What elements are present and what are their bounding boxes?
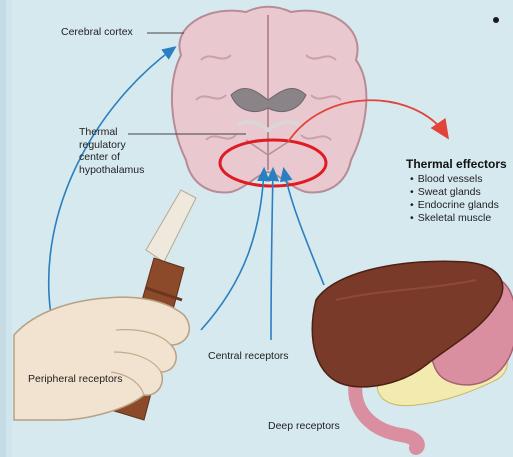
thermal-center-line-4: hypothalamus bbox=[79, 164, 144, 177]
central-receptors-label: Central receptors bbox=[208, 350, 289, 363]
peripheral-receptors-label: Peripheral receptors bbox=[28, 373, 123, 386]
thermal-center-line-3: center of bbox=[79, 151, 144, 164]
thermal-center-line-1: Thermal bbox=[79, 126, 144, 139]
slide-bullet-dot bbox=[493, 17, 499, 23]
thermal-effectors-list: Blood vessels Sweat glands Endocrine gla… bbox=[410, 173, 499, 225]
deep-receptors-label: Deep receptors bbox=[268, 420, 340, 433]
cerebral-cortex-label: Cerebral cortex bbox=[61, 26, 133, 39]
thermal-center-line-2: regulatory bbox=[79, 139, 144, 152]
liver-stomach-illustration bbox=[312, 261, 513, 448]
diagram-canvas bbox=[6, 0, 513, 457]
brain-illustration bbox=[172, 7, 366, 193]
effector-item: Blood vessels bbox=[410, 173, 499, 186]
effector-item: Sweat glands bbox=[410, 186, 499, 199]
thermal-effectors-title: Thermal effectors bbox=[406, 157, 507, 171]
thermal-center-label: Thermal regulatory center of hypothalamu… bbox=[79, 126, 144, 176]
effector-item: Skeletal muscle bbox=[410, 212, 499, 225]
effector-item: Endocrine glands bbox=[410, 199, 499, 212]
